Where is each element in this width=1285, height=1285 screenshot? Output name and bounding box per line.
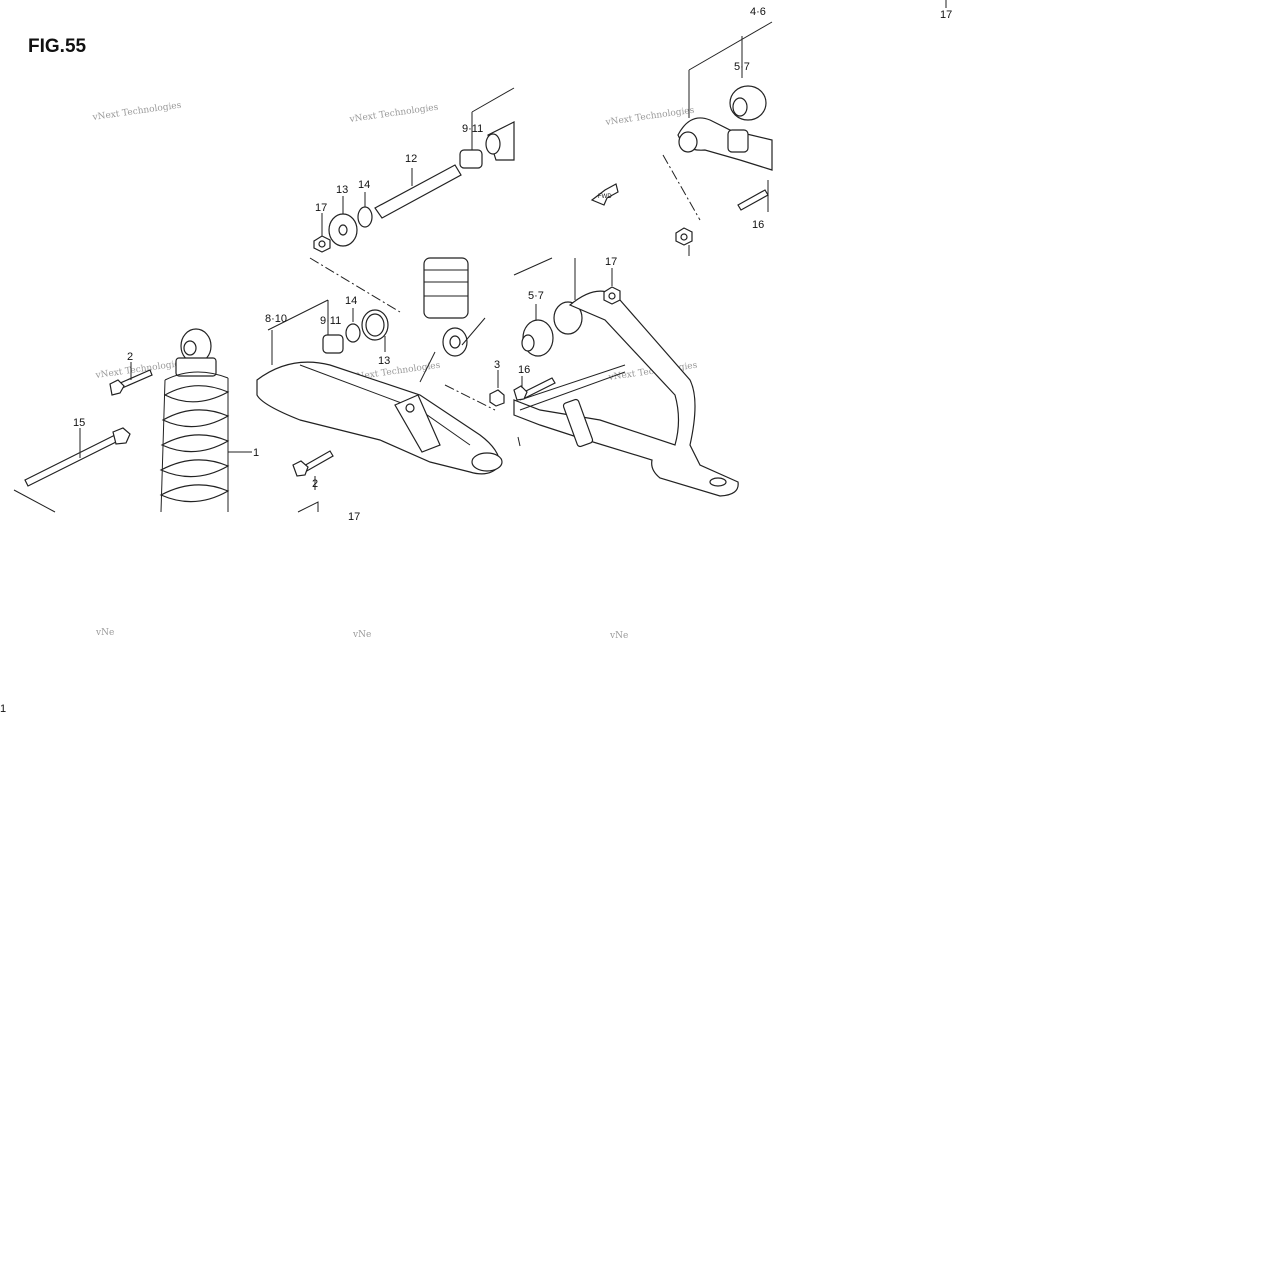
callout-5-7: 5·7 [528, 290, 544, 302]
callout-1: 1 [253, 447, 259, 459]
watermark: vNext Technologies [91, 101, 182, 124]
lower-arm-right [513, 257, 739, 497]
lower-arm-assembly [256, 257, 505, 513]
callout-12: 12 [405, 153, 417, 165]
callout-14: 14 [345, 295, 357, 307]
fwd-label: FWD [598, 194, 612, 200]
callout-15: 15 [73, 417, 85, 429]
callout-2: 2 [312, 478, 318, 490]
callout-13: 13 [336, 184, 348, 196]
callout-3: 3 [494, 359, 500, 371]
callout-17: 17 [315, 202, 327, 214]
callout-9-11: 9·11 [462, 123, 483, 135]
callout-16: 16 [518, 364, 530, 376]
callout-17: 17 [940, 9, 952, 21]
callout-2: 2 [127, 351, 133, 363]
watermark: vNext Technologies [348, 103, 439, 126]
callout-5-7: 5·7 [734, 61, 750, 73]
watermark: vNe [609, 631, 628, 641]
callout-17: 17 [605, 256, 617, 268]
callout-13: 13 [378, 355, 390, 367]
callout-1: 1 [0, 703, 6, 715]
callout-16: 16 [752, 219, 764, 231]
callout-17: 17 [348, 511, 360, 523]
figure-title: FIG.55 [28, 36, 87, 57]
watermark: vNext Technologies [604, 106, 695, 129]
callout-4-6: 4·6 [750, 6, 766, 18]
watermark: vNe [95, 628, 114, 638]
upper-arm-right: FWD [590, 21, 773, 256]
shock-absorber [13, 328, 252, 513]
upper-arm-assembly [309, 87, 515, 313]
callout-8-10: 8·10 [265, 313, 287, 325]
callout-9-11: 9·11 [320, 315, 341, 327]
watermark: vNe [352, 630, 371, 640]
callout-14: 14 [358, 179, 370, 191]
callouts: 4·6 17 5·7 9·11 12 13 14 17 16 8·10 9·11… [0, 6, 952, 715]
